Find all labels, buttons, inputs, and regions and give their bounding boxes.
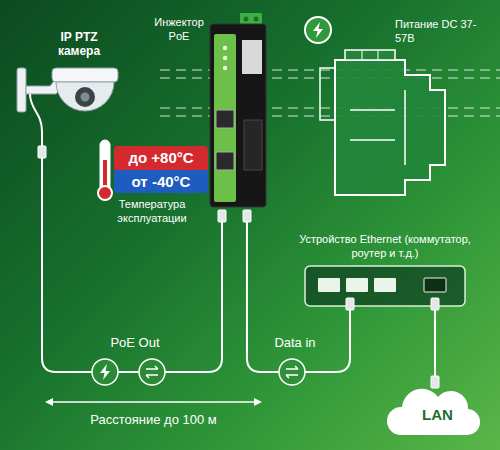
node-text: LAN <box>385 406 490 425</box>
terminal-divider <box>362 50 363 60</box>
terminal-block <box>240 13 262 25</box>
rj45-plugs <box>38 146 439 388</box>
camera-cable <box>30 94 42 145</box>
rj45-plug <box>431 376 439 388</box>
camera-dome <box>56 82 114 111</box>
edge-label-box: Data in <box>240 333 350 351</box>
node-text: от -40°C <box>114 170 208 194</box>
rj45-plug <box>243 210 251 222</box>
icon-circle <box>139 359 165 385</box>
icon-circle <box>92 359 118 385</box>
rj45-port <box>216 152 234 170</box>
terminal-screw <box>244 17 249 22</box>
power-icon <box>92 359 118 385</box>
device-port <box>318 278 340 292</box>
thermometer-tube <box>100 140 110 192</box>
exchange-symbol <box>286 366 298 378</box>
rail-clip <box>320 68 335 120</box>
rj45-plug <box>346 298 354 310</box>
bolt-symbol <box>313 22 323 38</box>
device-body <box>305 266 465 306</box>
rj45-plug <box>38 146 46 158</box>
node-text: Инжектор PoE <box>150 16 208 44</box>
thermometer-bulb <box>98 186 112 200</box>
psu-detail <box>350 139 395 141</box>
edge-label-box: PoE Out <box>70 333 200 351</box>
psu-terminals <box>345 50 395 60</box>
camera-cap <box>52 68 118 82</box>
power-supply-node: Питание DC 37-57В <box>300 12 485 200</box>
product-sticker <box>242 40 262 74</box>
dimension-label: Расстояние до 100 м <box>90 412 217 427</box>
exchange-symbol <box>146 366 158 378</box>
icon-circle <box>279 359 305 385</box>
rj45-plug <box>218 210 226 222</box>
ethernet-device-drawing <box>305 266 465 306</box>
power-icon <box>305 17 331 43</box>
rj45-port <box>216 110 234 128</box>
psu-body <box>335 60 445 195</box>
node-text: Устройство Ethernet (коммутатор, роутер … <box>295 233 475 261</box>
arrowhead <box>254 398 262 406</box>
psu-edge <box>404 90 406 165</box>
led <box>223 66 227 70</box>
terminal-screw <box>254 17 259 22</box>
data-icon <box>139 359 165 385</box>
temperature-badge: до +80°Cот -40°C Температура эксплуатации <box>96 146 208 226</box>
led <box>223 56 227 60</box>
lan-cloud-node: LAN <box>385 388 490 440</box>
device-port <box>346 278 368 292</box>
edge-label: Data in <box>274 335 315 350</box>
injector-front-label <box>214 34 236 202</box>
data-icon <box>279 359 305 385</box>
node-text: IP PTZ камера <box>47 30 111 59</box>
bolt-symbol <box>100 364 110 380</box>
edge-label: PoE Out <box>110 335 159 350</box>
node-text: Питание DC 37-57В <box>395 18 483 46</box>
rj45-plug <box>431 298 439 310</box>
ethernet-device-node: Устройство Ethernet (коммутатор, роутер … <box>295 230 475 310</box>
injector-body <box>210 24 266 207</box>
device-port <box>374 278 396 292</box>
node-text: Температура эксплуатации <box>96 198 208 226</box>
device-uplink-port <box>424 278 446 292</box>
camera-node: IP PTZ камера <box>15 30 140 145</box>
distance-arrow <box>45 398 262 406</box>
led <box>223 46 227 50</box>
dimension-label-box: Расстояние до 100 м <box>45 410 262 428</box>
side-panel <box>244 120 262 170</box>
camera-lens <box>75 87 95 107</box>
camera-lens-inner <box>81 93 90 102</box>
camera-drawing <box>17 68 118 145</box>
dimension-line <box>50 401 257 403</box>
wall-plate <box>17 68 26 112</box>
injector-drawing <box>210 13 266 207</box>
power-supply-drawing <box>320 50 445 195</box>
thermometer <box>98 140 112 200</box>
terminal-divider <box>378 50 379 60</box>
icon-circle <box>305 17 331 43</box>
arrowhead <box>45 398 53 406</box>
psu-detail <box>350 109 395 111</box>
node-text: до +80°C <box>114 146 208 170</box>
cable-connector <box>42 145 222 372</box>
